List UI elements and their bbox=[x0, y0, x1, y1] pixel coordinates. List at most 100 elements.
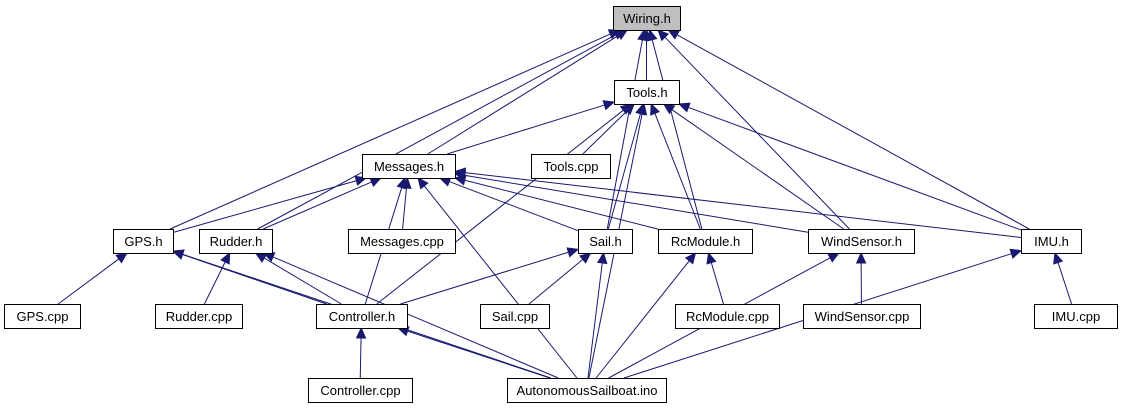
edge-line bbox=[400, 251, 569, 305]
node-gps[interactable]: GPS.h bbox=[113, 229, 174, 254]
edge-line bbox=[169, 33, 611, 230]
arrowhead-icon bbox=[220, 251, 231, 265]
node-box[interactable] bbox=[578, 229, 633, 254]
arrowhead-icon bbox=[619, 103, 633, 115]
node-label: GPS.cpp bbox=[16, 309, 68, 324]
edge-line bbox=[595, 260, 690, 379]
node-box[interactable] bbox=[808, 229, 915, 254]
edge-controller-to-rudder bbox=[254, 252, 342, 305]
edge-sailcpp-to-sail bbox=[528, 252, 592, 305]
edge-rcmodule-to-tools bbox=[650, 102, 701, 230]
arrowhead-icon bbox=[647, 28, 658, 42]
edge-ino-to-rudder bbox=[262, 252, 559, 379]
node-box[interactable] bbox=[675, 304, 780, 329]
edge-line bbox=[464, 174, 809, 233]
edge-rudder-to-wiring bbox=[257, 29, 626, 230]
edge-line bbox=[263, 257, 342, 305]
node-label: Messages.cpp bbox=[360, 234, 444, 249]
node-box[interactable] bbox=[531, 154, 611, 179]
node-box[interactable] bbox=[1034, 304, 1118, 329]
edge-ino-to-rcmodule bbox=[595, 252, 697, 379]
node-box[interactable] bbox=[480, 304, 550, 329]
node-messages[interactable]: Messages.h bbox=[362, 154, 456, 179]
node-box[interactable] bbox=[4, 304, 81, 329]
node-imucpp[interactable]: IMU.cpp bbox=[1034, 304, 1118, 329]
edge-line bbox=[1057, 262, 1073, 305]
edge-line bbox=[57, 258, 120, 305]
edge-line bbox=[446, 104, 605, 155]
node-imu[interactable]: IMU.h bbox=[1021, 229, 1082, 254]
node-ruddercpp[interactable]: Rudder.cpp bbox=[155, 304, 243, 329]
node-label: WindSensor.h bbox=[821, 234, 902, 249]
node-box[interactable] bbox=[348, 229, 456, 254]
node-tools[interactable]: Tools.h bbox=[614, 80, 680, 105]
edge-line bbox=[427, 34, 619, 155]
edge-imu-to-tools bbox=[677, 102, 1022, 231]
node-sail[interactable]: Sail.h bbox=[578, 229, 633, 254]
node-label: WindSensor.cpp bbox=[815, 309, 910, 324]
arrowhead-icon bbox=[637, 28, 648, 42]
edge-windcpp-to-wind bbox=[855, 251, 867, 305]
node-sailcpp[interactable]: Sail.cpp bbox=[480, 304, 550, 329]
node-ctrlcpp[interactable]: Controller.cpp bbox=[308, 378, 413, 403]
edge-line bbox=[359, 337, 362, 379]
edge-line bbox=[606, 39, 643, 230]
edge-gpscpp-to-gps bbox=[57, 252, 128, 305]
node-box[interactable] bbox=[362, 154, 456, 179]
edge-line bbox=[671, 109, 845, 230]
node-box[interactable] bbox=[308, 378, 413, 403]
node-label: GPS.h bbox=[124, 234, 162, 249]
edge-line bbox=[587, 262, 603, 379]
arrowhead-icon bbox=[579, 252, 592, 264]
node-box[interactable] bbox=[113, 229, 174, 254]
edge-line bbox=[528, 258, 584, 305]
node-box[interactable] bbox=[507, 378, 667, 403]
node-gpscpp[interactable]: GPS.cpp bbox=[4, 304, 81, 329]
edge-line bbox=[464, 172, 1022, 238]
node-ino[interactable]: AutonomousSailboat.ino bbox=[507, 378, 667, 403]
edge-line bbox=[376, 109, 624, 305]
edge-line bbox=[607, 113, 641, 230]
arrowhead-icon bbox=[684, 252, 697, 265]
node-toolscpp[interactable]: Tools.cpp bbox=[531, 154, 611, 179]
arrowhead-icon bbox=[417, 177, 429, 190]
node-box[interactable] bbox=[316, 304, 408, 329]
edge-ino-to-sail bbox=[587, 251, 608, 379]
edge-rcmodule-to-wiring bbox=[647, 28, 703, 230]
edge-line bbox=[676, 34, 1030, 230]
edge-line bbox=[423, 185, 578, 379]
arrowhead-icon bbox=[650, 102, 660, 116]
node-box[interactable] bbox=[613, 6, 681, 31]
edge-messages-to-wiring bbox=[427, 29, 629, 155]
arrowhead-icon bbox=[706, 251, 717, 265]
node-rudder[interactable]: Rudder.h bbox=[199, 229, 273, 254]
node-label: AutonomousSailboat.ino bbox=[517, 383, 658, 398]
node-rcmodule[interactable]: RcModule.h bbox=[658, 229, 753, 254]
edge-line bbox=[688, 106, 1022, 231]
edge-line bbox=[654, 113, 701, 230]
node-wiring[interactable]: Wiring.h bbox=[613, 6, 681, 31]
arrowhead-icon bbox=[171, 249, 185, 260]
node-box[interactable] bbox=[155, 304, 243, 329]
node-msgcpp[interactable]: Messages.cpp bbox=[348, 229, 456, 254]
node-windcpp[interactable]: WindSensor.cpp bbox=[803, 304, 921, 329]
node-controller[interactable]: Controller.h bbox=[316, 304, 408, 329]
node-box[interactable] bbox=[1021, 229, 1082, 254]
node-label: RcModule.h bbox=[671, 234, 740, 249]
edge-line bbox=[262, 181, 372, 230]
node-rccpp[interactable]: RcModule.cpp bbox=[675, 304, 780, 329]
node-wind[interactable]: WindSensor.h bbox=[808, 229, 915, 254]
edge-ctrlcpp-to-controller bbox=[355, 326, 367, 379]
node-box[interactable] bbox=[803, 304, 921, 329]
arrowhead-icon bbox=[396, 176, 407, 190]
edge-rccpp-to-rcmodule bbox=[706, 251, 724, 305]
node-label: Rudder.h bbox=[210, 234, 263, 249]
node-box[interactable] bbox=[199, 229, 273, 254]
edge-imu-to-messages bbox=[453, 167, 1022, 238]
node-box[interactable] bbox=[658, 229, 753, 254]
node-box[interactable] bbox=[614, 80, 680, 105]
edge-line bbox=[710, 262, 724, 305]
edge-line bbox=[272, 256, 559, 379]
edge-rudder-to-messages bbox=[262, 177, 382, 230]
